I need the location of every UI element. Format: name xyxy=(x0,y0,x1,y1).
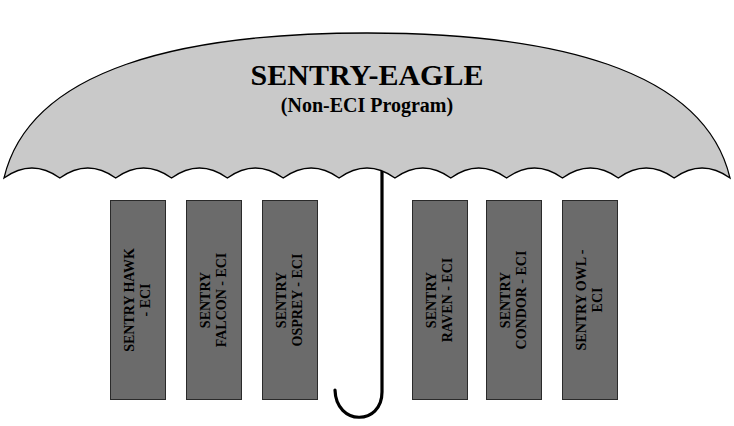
program-box: SENTRY FALCON - ECI xyxy=(186,200,242,400)
program-title: SENTRY-EAGLE xyxy=(251,58,484,93)
canopy-shape xyxy=(4,33,730,178)
program-label: SENTRY OWL - ECI xyxy=(574,248,606,352)
canopy-text-group: SENTRY-EAGLE(Non-ECI Program) xyxy=(0,58,734,117)
program-box: SENTRY HAWK - ECI xyxy=(110,200,166,400)
umbrella-handle xyxy=(335,165,382,417)
umbrella-canopy: SENTRY-EAGLE(Non-ECI Program) xyxy=(0,28,734,186)
program-label: SENTRY HAWK - ECI xyxy=(122,248,154,352)
program-label: SENTRY OSPREY - ECI xyxy=(274,248,306,352)
program-box: SENTRY RAVEN - ECI xyxy=(412,200,468,400)
program-label: SENTRY RAVEN - ECI xyxy=(424,248,456,352)
program-subtitle: (Non-ECI Program) xyxy=(281,93,453,117)
program-box: SENTRY OSPREY - ECI xyxy=(262,200,318,400)
program-box: SENTRY CONDOR - ECI xyxy=(486,200,542,400)
program-box: SENTRY OWL - ECI xyxy=(562,200,618,400)
program-label: SENTRY CONDOR - ECI xyxy=(498,248,530,352)
program-label: SENTRY FALCON - ECI xyxy=(198,248,230,352)
